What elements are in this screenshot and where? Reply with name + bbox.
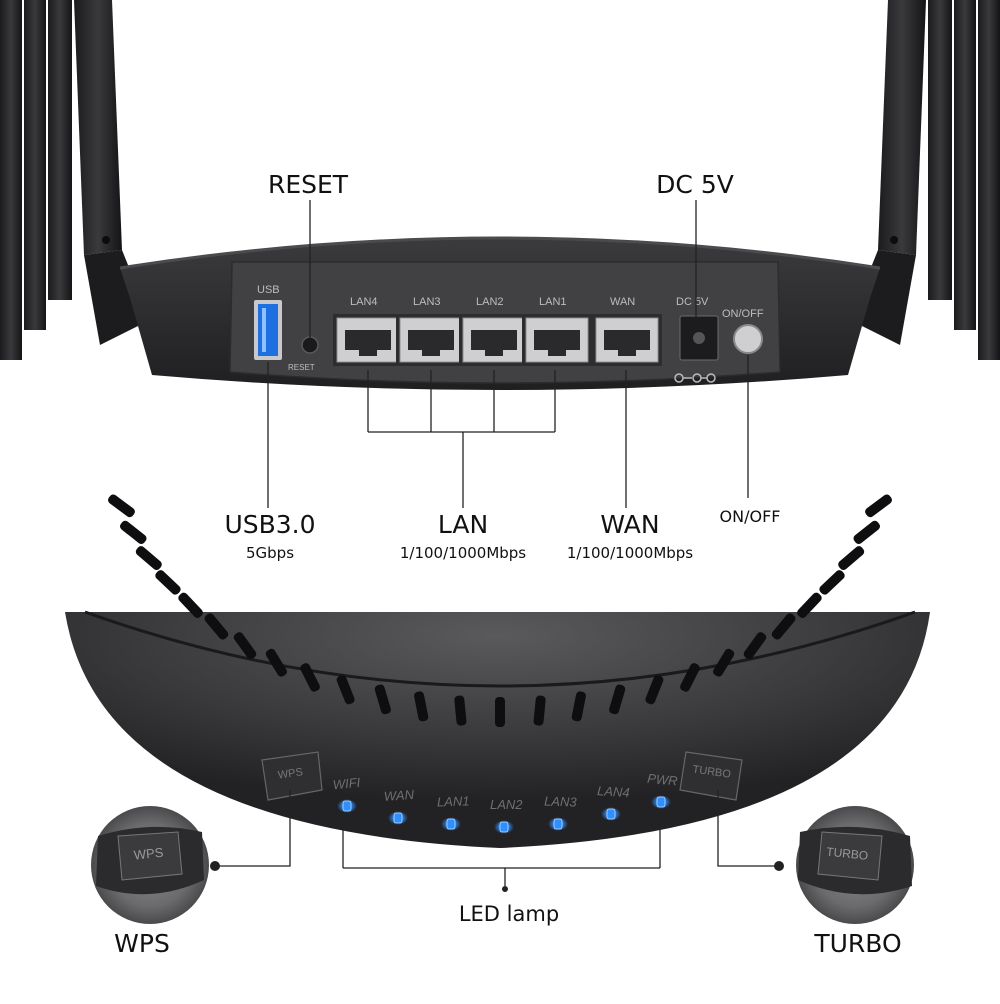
led-leader-dot [502,886,508,892]
callout-usb-title: USB3.0 [224,510,316,539]
vent-slot [680,663,700,692]
vent-slot [838,546,865,570]
vent-slot [495,697,505,727]
turbo-zoom-inset: TURBO [796,806,914,924]
panel-label-onoff: ON/OFF [722,308,764,320]
turbo-button[interactable]: TURBO [679,751,743,801]
panel-label-lan3: LAN3 [413,296,441,308]
vent-slot [819,570,845,595]
vent-slot [853,520,880,544]
wps-zoom-inset: WPS [91,806,209,924]
vent-slot [743,632,767,660]
lan1-port[interactable] [522,314,592,366]
turbo-zoom-print: TURBO [826,845,869,863]
left-antennas [0,0,150,360]
reset-pinhole[interactable] [301,336,319,354]
led-label-wifi: WIFI [332,775,361,793]
vent-slot [374,684,391,715]
vent-slot [571,691,586,722]
panel-print: USB RESET LAN4 LAN3 LAN2 LAN1 WAN DC 5V … [257,284,764,372]
vent-slot [265,648,287,677]
callout-dc: DC 5V [656,170,734,199]
callout-turbo: TURBO [814,929,902,958]
callout-reset: RESET [267,170,349,199]
vent-slot [533,695,546,726]
vent-slot [797,592,822,618]
panel-label-wan: WAN [610,296,635,308]
vent-slot [233,632,257,660]
bottom-leader-lines [218,790,776,886]
turbo-button-print: TURBO [692,764,732,781]
vent-slot [454,695,467,726]
led-label-lan1: LAN1 [437,793,470,809]
usb-port[interactable] [254,300,282,360]
panel-label-lan1: LAN1 [539,296,567,308]
wps-leader-dot [210,861,220,871]
panel-label-usb: USB [257,284,280,296]
led-label-lan3: LAN3 [544,794,578,810]
power-switch[interactable] [733,324,763,354]
callout-wps: WPS [114,929,170,958]
vent-slot [645,675,664,705]
dc-polarity-icon [674,373,716,383]
wps-zoom-print: WPS [133,845,164,863]
callout-lan-speed: 1/100/1000Mbps [399,544,527,562]
led-indicators: WIFI WAN LAN1 LAN2 LAN3 LAN4 PWR [332,771,678,834]
callout-lan-title: LAN [437,510,489,539]
dc-jack[interactable] [679,315,719,361]
callout-usb-speed: 5Gbps [245,544,295,562]
panel-label-lan4: LAN4 [350,296,378,308]
led-label-lan4: LAN4 [597,783,630,800]
led-label-pwr: PWR [647,771,679,789]
callout-wan-title: WAN [600,510,660,539]
led-pwr: PWR [647,771,679,809]
led-label-lan2: LAN2 [490,797,523,812]
vent-slot [865,494,892,518]
led-wifi: WIFI [332,775,361,813]
lan2-port[interactable] [459,314,529,366]
callout-power: ON/OFF [719,507,781,526]
vent-slot [155,570,181,595]
vent-slot [108,494,135,518]
vent-slot [336,675,355,705]
top-leader-lines [267,200,749,508]
right-antennas [850,0,1000,360]
vent-slot [135,546,162,570]
vent-slot [300,663,320,692]
wan-port[interactable] [592,314,662,366]
vent-slot [204,613,229,640]
vent-slot [713,648,735,677]
led-label-wan: WAN [383,787,415,804]
wps-button-print: WPS [277,766,303,781]
vent-slot [414,691,429,722]
callout-led-lamp: LED lamp [458,902,560,926]
panel-label-reset: RESET [288,363,315,372]
ethernet-ports [333,314,662,366]
callout-wan-speed: 1/100/1000Mbps [566,544,694,562]
led-lan4: LAN4 [597,783,630,821]
vent-slot [178,592,203,618]
vent-slots [108,494,892,727]
turbo-leader-dot [774,861,784,871]
vent-slot [120,520,147,544]
panel-label-lan2: LAN2 [476,296,504,308]
vent-slot [771,613,796,640]
lan4-port[interactable] [333,314,403,366]
wps-button[interactable]: WPS [261,751,323,801]
led-wan: WAN [383,787,415,825]
led-lan2: LAN2 [490,797,523,834]
panel-label-dc: DC 5V [676,296,709,308]
led-lan1: LAN1 [437,793,470,831]
vent-slot [609,684,626,715]
led-lan3: LAN3 [544,794,578,831]
lan3-port[interactable] [396,314,466,366]
